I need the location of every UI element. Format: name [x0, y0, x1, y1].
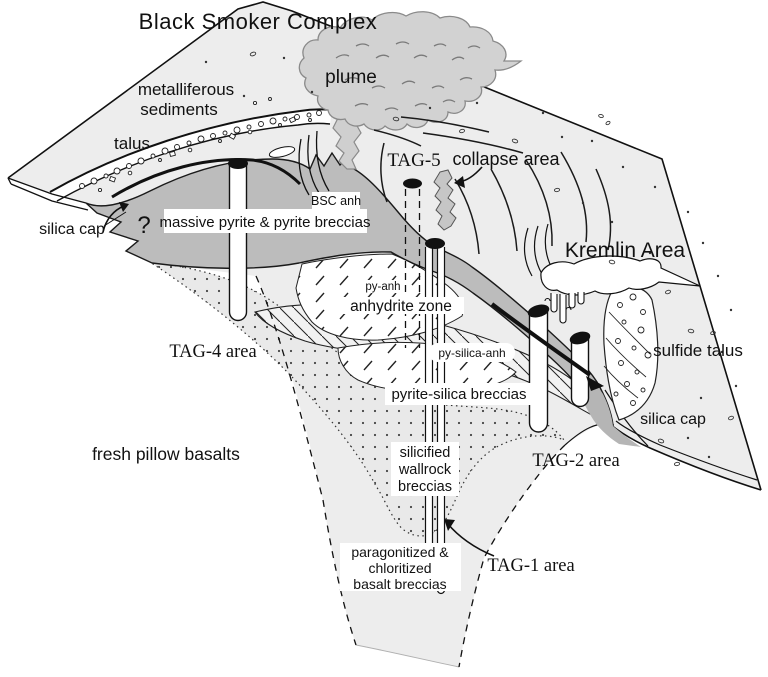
- anhydrite-zone-label: anhydrite zone: [350, 298, 452, 315]
- silicified-label-2: wallrock: [398, 462, 452, 478]
- drill-tag5-collar: [403, 178, 422, 189]
- silicified-label-3: breccias: [398, 479, 452, 495]
- drill-tag5-projected: [403, 178, 422, 348]
- paragonitized-label-1: paragonitized &: [351, 544, 449, 560]
- collapse-fan-arcs: [373, 116, 612, 255]
- py-silica-anh-label-box: [429, 343, 515, 362]
- silicified-label-1: silicified: [400, 445, 451, 461]
- silicified-label-box: [391, 442, 459, 496]
- silica-cap-right-curve: [604, 389, 649, 447]
- tag5-label: TAG-5: [387, 150, 440, 171]
- fresh-pillow-basalts-label: fresh pillow basalts: [92, 444, 240, 464]
- talus-clasts: [79, 97, 322, 193]
- metalliferous-label-2: sediments: [140, 100, 217, 119]
- talus-band-upper-line: [49, 108, 333, 193]
- drill-tag1-collar: [425, 238, 445, 249]
- chimney-left-arcs: [298, 130, 330, 196]
- pyrite-silica-label-box: [385, 383, 533, 405]
- anhydrite-label-bg: [338, 297, 464, 314]
- page-title: Black Smoker Complex: [139, 9, 378, 34]
- massive-pyrite-label-box: [164, 209, 367, 233]
- drill-tag2-left: [527, 304, 550, 433]
- py-silica-anh-label: py-silica-anh: [438, 346, 505, 360]
- py-anh-label-bg: [363, 280, 403, 293]
- drill-tag2-right-collar: [569, 331, 591, 345]
- silica-cap-band-inner: [615, 420, 758, 481]
- tag1-area-label: TAG-1 area: [487, 556, 574, 576]
- question-arrow: [102, 202, 129, 233]
- metalliferous-label-1: metalliferous: [138, 80, 234, 99]
- question-mark-label: ?: [137, 212, 150, 239]
- fluid-flow-curve: [490, 302, 592, 377]
- tag1-arrow: [444, 519, 495, 557]
- pyrite-silica-label: pyrite-silica breccias: [391, 386, 526, 403]
- bsc-anh-label: BSC anh: [311, 194, 361, 208]
- left-tip-wedge: [7, 177, 89, 211]
- paragonitized-label-box: [340, 543, 461, 591]
- kremlin-area-label: Kremlin Area: [565, 239, 686, 262]
- talus-band: [50, 109, 332, 201]
- collapse-area-arrow: [454, 166, 483, 188]
- mound-speckles: [204, 51, 738, 467]
- silica-cap-right-label: silica cap: [640, 411, 706, 428]
- sulfide-talus-label: sulfide talus: [653, 341, 743, 360]
- bsc-anh-label-box: [312, 192, 360, 209]
- sulfide-talus-region: [603, 285, 659, 421]
- drill-tag2-right: [569, 331, 591, 408]
- silica-cap-left-leader: [103, 211, 127, 227]
- drill-tag4: [228, 158, 248, 322]
- plume-texture-dashes: [335, 41, 481, 111]
- silicified-wallrock-region: [149, 261, 566, 537]
- plume-label: plume: [325, 67, 377, 88]
- sulfide-talus-clasts: [603, 293, 652, 406]
- mound-outline: [7, 1, 762, 491]
- tag2-area-label: TAG-2 area: [532, 451, 619, 471]
- drill-tag4-collar: [228, 158, 248, 169]
- talus-label: talus: [114, 134, 150, 153]
- pipe-boundary-left-dashed: [255, 275, 357, 646]
- massive-pyrite-label: massive pyrite & pyrite breccias: [160, 214, 371, 231]
- kremlin-fingers: [544, 292, 585, 324]
- paragonitized-label-3: basalt breccias: [353, 576, 446, 592]
- collapse-depression: [433, 169, 457, 231]
- silica-cap-band-outer: [610, 424, 762, 491]
- kremlin-spires-blob: [540, 255, 701, 296]
- chimney-base-lens: [268, 146, 296, 158]
- fluid-flow-arrowhead: [586, 376, 604, 391]
- drill-tag2-left-collar: [527, 304, 550, 318]
- tag4-area-label: TAG-4 area: [169, 342, 256, 362]
- collapse-area-label: collapse area: [452, 149, 560, 169]
- pipe-bottom-fade: [355, 644, 460, 668]
- py-anh-label: py-anh: [365, 281, 400, 293]
- gray-flow-wedge: [572, 367, 641, 447]
- silica-cap-left-label: silica cap: [39, 221, 105, 238]
- paragonitized-label-2: chloritized: [368, 560, 431, 576]
